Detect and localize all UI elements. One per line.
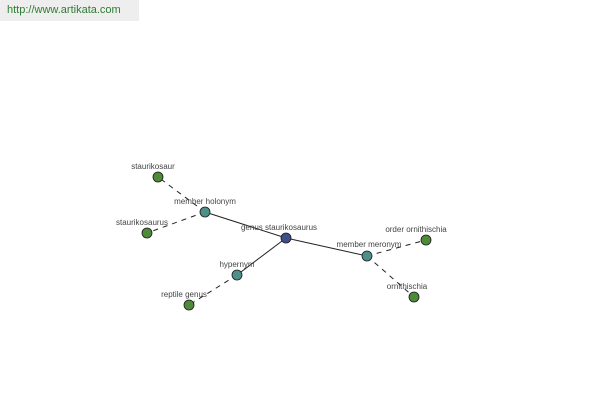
node-order-ornithischia[interactable]	[420, 234, 432, 246]
node-label-staurikosaurus[interactable]: staurikosaurus	[116, 218, 168, 227]
edges-layer	[146, 176, 427, 306]
node-staurikosaurus[interactable]	[141, 227, 153, 239]
nodes-layer	[141, 171, 432, 311]
edge-member-meronym-to-order-ornithischia	[366, 239, 427, 257]
edge-center-to-member-holonym	[204, 211, 287, 239]
edge-center-to-member-meronym	[285, 237, 368, 257]
node-reptile-genus[interactable]	[183, 299, 195, 311]
labels-layer: genus staurikosaurus member holonym hypern…	[116, 162, 447, 299]
node-label-ornithischia[interactable]: ornithischia	[387, 282, 428, 291]
node-hypernym[interactable]	[231, 269, 243, 281]
node-label-reptile-genus[interactable]: reptile genus	[161, 290, 207, 299]
node-label-hypernym[interactable]: hypernym	[219, 260, 254, 269]
edge-member-meronym-to-ornithischia	[366, 255, 415, 298]
node-label-center[interactable]: genus staurikosaurus	[241, 223, 317, 232]
node-staurikosaur[interactable]	[152, 171, 164, 183]
edge-member-holonym-to-staurikosaur	[157, 176, 206, 213]
node-center[interactable]	[280, 232, 292, 244]
node-ornithischia[interactable]	[408, 291, 420, 303]
source-url-link[interactable]: http://www.artikata.com	[7, 4, 121, 16]
url-bar: http://www.artikata.com	[0, 0, 139, 21]
node-label-order-ornithischia[interactable]: order ornithischia	[385, 225, 447, 234]
node-label-member-meronym[interactable]: member meronym	[337, 240, 402, 249]
edge-member-holonym-to-staurikosaurus	[146, 211, 206, 234]
node-label-member-holonym[interactable]: member holonym	[174, 197, 236, 206]
node-label-staurikosaur[interactable]: staurikosaur	[131, 162, 175, 171]
edge-center-to-hypernym	[236, 237, 287, 276]
node-member-holonym[interactable]	[199, 206, 211, 218]
node-member-meronym[interactable]	[361, 250, 373, 262]
